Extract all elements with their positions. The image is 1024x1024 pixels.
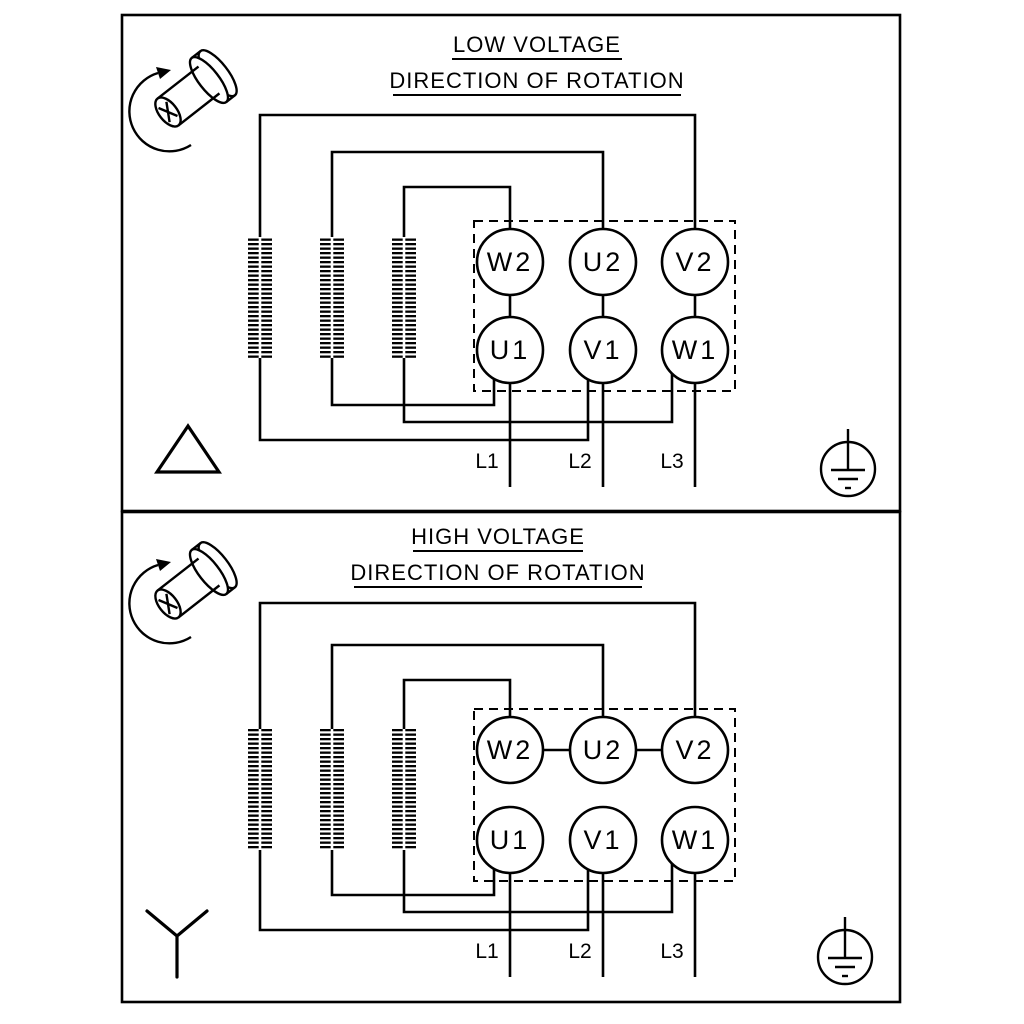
stator-windings — [248, 237, 416, 358]
star-symbol — [145, 909, 209, 979]
terminal-w1 — [660, 315, 730, 385]
supply-label-l2: L2 — [568, 450, 591, 473]
terminal-label-w1: W1 — [672, 825, 719, 855]
terminal-label-v1: V1 — [583, 825, 622, 855]
shaft-flange — [188, 547, 230, 597]
stator-windings — [248, 729, 416, 850]
terminal-v1 — [568, 315, 638, 385]
supply-label-l3: L3 — [660, 450, 683, 473]
rotation-arrowhead — [156, 559, 171, 571]
delta-terminal-links — [508, 295, 697, 317]
terminal-u1 — [475, 805, 545, 875]
terminal-label-v2: V2 — [675, 247, 714, 277]
supply-label-l1: L1 — [475, 940, 498, 963]
panel-subtitle: DIRECTION OF ROTATION — [389, 68, 684, 93]
shaft-flange — [188, 55, 230, 105]
terminal-label-u2: U2 — [583, 247, 624, 277]
supply-label-l3: L3 — [660, 940, 683, 963]
wire-winding-3 — [402, 185, 674, 424]
panel-title: HIGH VOLTAGE — [411, 524, 585, 549]
terminal-u1 — [475, 315, 545, 385]
supply-line-drops — [508, 383, 697, 487]
terminal-label-u2: U2 — [583, 735, 624, 765]
terminal-label-w2: W2 — [487, 247, 534, 277]
earth-ground-icon — [816, 917, 874, 986]
panel-border — [120, 510, 902, 1004]
terminal-v1 — [568, 805, 638, 875]
terminal-label-u1: U1 — [490, 825, 531, 855]
supply-label-l1: L1 — [475, 450, 498, 473]
terminal-label-u1: U1 — [490, 335, 531, 365]
rotation-arrow-arc — [128, 563, 192, 645]
panel-title: LOW VOLTAGE — [453, 32, 621, 57]
terminal-box-outline — [473, 220, 736, 392]
delta-symbol — [153, 423, 223, 474]
rotation-arrowhead — [156, 67, 171, 79]
terminal-label-w1: W1 — [672, 335, 719, 365]
shaft-rotation-arrow-icon — [128, 541, 238, 645]
terminal-label-w2: W2 — [487, 735, 534, 765]
low-voltage-panel: LOW VOLTAGE DIRECTION OF ROTATION — [120, 13, 902, 513]
terminal-label-v1: V1 — [583, 335, 622, 365]
high-voltage-panel: HIGH VOLTAGE DIRECTION OF ROTATION — [120, 510, 902, 1004]
wire-winding-1 — [258, 113, 697, 442]
wire-winding-3 — [402, 678, 674, 914]
supply-label-l2: L2 — [568, 940, 591, 963]
wire-winding-2 — [330, 643, 605, 897]
terminal-w2 — [475, 715, 545, 785]
supply-line-drops — [508, 873, 697, 977]
terminal-v2 — [660, 227, 730, 297]
terminal-box-outline — [473, 708, 736, 882]
terminal-u2 — [568, 227, 638, 297]
terminal-label-v2: V2 — [675, 735, 714, 765]
terminal-w1 — [660, 805, 730, 875]
shaft-rotation-arrow-icon — [128, 49, 238, 153]
terminal-u2 — [568, 715, 638, 785]
earth-ground-icon — [819, 429, 877, 498]
terminal-v2 — [660, 715, 730, 785]
rotation-arrow-arc — [128, 71, 192, 153]
wire-winding-1 — [258, 601, 697, 932]
wire-winding-2 — [330, 150, 605, 407]
terminal-w2 — [475, 227, 545, 297]
panel-subtitle: DIRECTION OF ROTATION — [350, 560, 645, 585]
